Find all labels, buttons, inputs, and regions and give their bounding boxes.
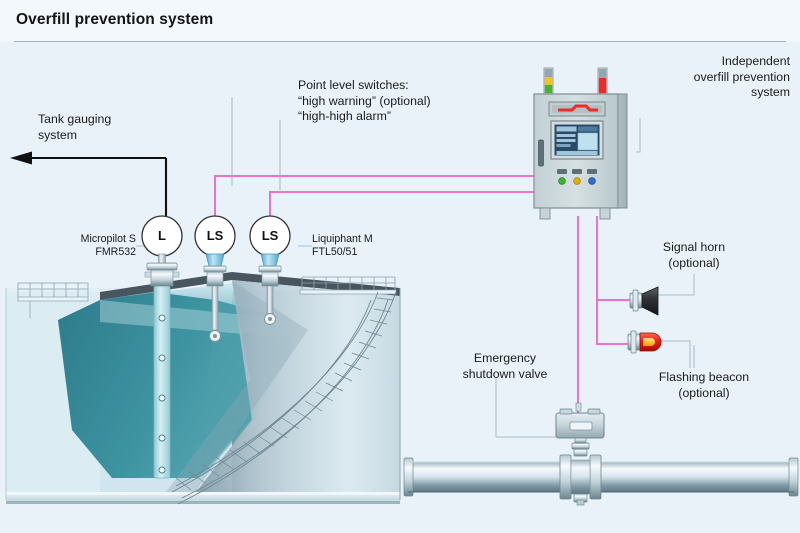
instrument-micropilot[interactable]	[141, 215, 183, 287]
arrow-left-icon	[10, 151, 168, 236]
label-emergency-valve: Emergency shutdown valve	[462, 351, 548, 381]
label-point-level-switches: Point level switches: “high warning” (op…	[298, 78, 431, 123]
stack-light-green-icon	[543, 67, 554, 95]
tag-level-switch-2: LS	[261, 228, 279, 243]
shutdown-valve-icon[interactable]	[555, 402, 605, 506]
label-micropilot: Micropilot S FMR532	[80, 233, 136, 258]
label-independent-system: Independent overfill prevention system	[693, 54, 790, 99]
flashing-beacon-icon	[627, 330, 662, 354]
page-header: Overfill prevention system	[0, 0, 800, 42]
signal-horn-icon	[629, 286, 659, 316]
tank-railing-right	[299, 276, 397, 295]
leader-lines	[136, 97, 695, 438]
header-divider	[14, 41, 786, 42]
instrument-liquiphant-2[interactable]	[249, 215, 291, 325]
tank-spiral-staircase	[171, 291, 397, 505]
label-tank-gauging: Tank gauging system	[38, 112, 112, 142]
label-flashing-beacon: Flashing beacon (optional)	[658, 370, 750, 400]
instrument-liquiphant-1[interactable]	[194, 215, 236, 342]
stilling-well	[153, 285, 171, 479]
page-title: Overfill prevention system	[16, 11, 214, 28]
tank-railing-left	[17, 282, 89, 318]
tag-level-switch-1: LS	[206, 228, 224, 243]
storage-tank-icon	[5, 272, 401, 505]
label-liquiphant: Liquiphant M FTL50/51	[312, 233, 373, 258]
signal-wiring	[214, 175, 630, 425]
control-panel-icon[interactable]	[533, 67, 628, 220]
label-signal-horn: Signal horn (optional)	[662, 240, 726, 270]
tag-level-transmitter: L	[158, 228, 166, 243]
stack-light-red-icon	[597, 67, 608, 95]
